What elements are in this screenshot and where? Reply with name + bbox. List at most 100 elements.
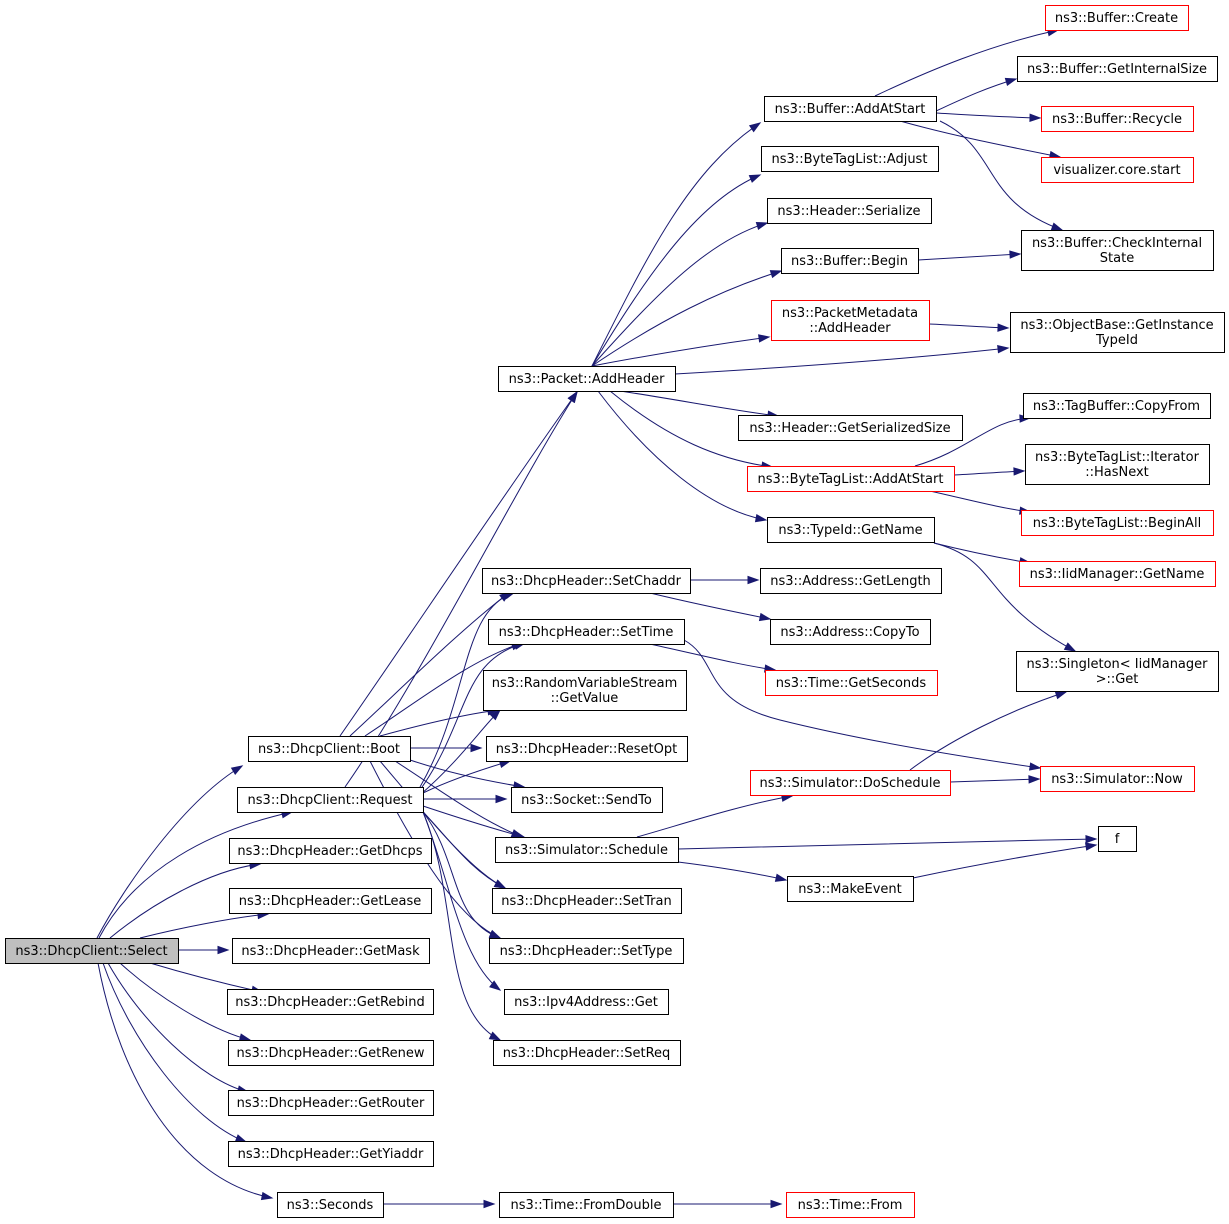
node-f[interactable]: f bbox=[1098, 826, 1137, 852]
node-btladdatstart[interactable]: ns3::ByteTagList::AddAtStart bbox=[747, 466, 955, 492]
node-box-bufgetinternalsize[interactable] bbox=[1017, 56, 1218, 82]
node-fromdouble[interactable]: ns3::Time::FromDouble bbox=[499, 1192, 674, 1218]
node-getyiaddr[interactable]: ns3::DhcpHeader::GetYiaddr bbox=[228, 1141, 434, 1167]
node-box-getyiaddr[interactable] bbox=[228, 1141, 434, 1167]
node-hdrserialize[interactable]: ns3::Header::Serialize bbox=[767, 198, 932, 224]
node-settype[interactable]: ns3::DhcpHeader::SetType bbox=[489, 938, 684, 964]
node-request[interactable]: ns3::DhcpClient::Request bbox=[237, 787, 424, 813]
node-pmaddheader[interactable]: ns3::PacketMetadata::AddHeader bbox=[771, 300, 930, 341]
node-box-addrcopyto[interactable] bbox=[770, 619, 931, 645]
node-getrouter[interactable]: ns3::DhcpHeader::GetRouter bbox=[228, 1090, 434, 1116]
node-box-getmask[interactable] bbox=[232, 938, 430, 964]
node-box-getvalue[interactable] bbox=[483, 670, 687, 711]
node-box-makeevent[interactable] bbox=[787, 876, 914, 902]
node-box-setchaddr[interactable] bbox=[482, 568, 691, 594]
node-setreq[interactable]: ns3::DhcpHeader::SetReq bbox=[493, 1040, 681, 1066]
node-box-timegetseconds[interactable] bbox=[765, 670, 938, 696]
node-typeidgetname[interactable]: ns3::TypeId::GetName bbox=[767, 517, 935, 543]
node-bufgetinternalsize[interactable]: ns3::Buffer::GetInternalSize bbox=[1017, 56, 1218, 82]
node-box-f[interactable] bbox=[1098, 826, 1137, 852]
node-box-sendto[interactable] bbox=[511, 787, 663, 813]
node-doschedule[interactable]: ns3::Simulator::DoSchedule bbox=[750, 770, 951, 796]
node-settime[interactable]: ns3::DhcpHeader::SetTime bbox=[488, 619, 685, 645]
node-box-btlbeginall[interactable] bbox=[1021, 510, 1214, 536]
node-box-ipv4get[interactable] bbox=[504, 989, 669, 1015]
node-box-getrenew[interactable] bbox=[228, 1040, 434, 1066]
node-box-timefrom[interactable] bbox=[786, 1192, 915, 1218]
node-box-fromdouble[interactable] bbox=[499, 1192, 674, 1218]
node-box-pmaddheader[interactable] bbox=[771, 300, 930, 341]
node-box-doschedule[interactable] bbox=[750, 770, 951, 796]
node-box-setreq[interactable] bbox=[493, 1040, 681, 1066]
node-box-hdrserialize[interactable] bbox=[767, 198, 932, 224]
node-box-bufbegin[interactable] bbox=[781, 248, 919, 274]
node-box-request[interactable] bbox=[237, 787, 424, 813]
node-setchaddr[interactable]: ns3::DhcpHeader::SetChaddr bbox=[482, 568, 691, 594]
node-box-getdhcps[interactable] bbox=[229, 838, 432, 864]
node-box-resetopt[interactable] bbox=[486, 736, 688, 762]
node-bufbegin[interactable]: ns3::Buffer::Begin bbox=[781, 248, 919, 274]
node-box-schedule[interactable] bbox=[495, 837, 679, 863]
node-settran[interactable]: ns3::DhcpHeader::SetTran bbox=[492, 888, 682, 914]
node-addheader[interactable]: ns3::Packet::AddHeader bbox=[498, 366, 676, 392]
node-box-btladdatstart[interactable] bbox=[747, 466, 955, 492]
node-iidgetname[interactable]: ns3::IidManager::GetName bbox=[1019, 561, 1216, 587]
node-box-simnow[interactable] bbox=[1040, 766, 1195, 792]
node-box-select[interactable] bbox=[5, 938, 179, 964]
node-box-tagbufcopyfrom[interactable] bbox=[1023, 393, 1211, 419]
node-box-typeidgetname[interactable] bbox=[767, 517, 935, 543]
node-timegetseconds[interactable]: ns3::Time::GetSeconds bbox=[765, 670, 938, 696]
node-timefrom[interactable]: ns3::Time::From bbox=[786, 1192, 915, 1218]
node-box-bufrecycle[interactable] bbox=[1041, 106, 1194, 132]
node-box-seconds[interactable] bbox=[277, 1192, 384, 1218]
node-bufrecycle[interactable]: ns3::Buffer::Recycle bbox=[1041, 106, 1194, 132]
node-getserialsize[interactable]: ns3::Header::GetSerializedSize bbox=[738, 415, 963, 441]
node-box-getinstancetypeid[interactable] bbox=[1010, 312, 1225, 353]
node-select[interactable]: ns3::DhcpClient::Select bbox=[5, 938, 179, 964]
node-bufcreate[interactable]: ns3::Buffer::Create bbox=[1045, 5, 1189, 31]
node-addrcopyto[interactable]: ns3::Address::CopyTo bbox=[770, 619, 931, 645]
node-box-getrouter[interactable] bbox=[228, 1090, 434, 1116]
node-box-getlease[interactable] bbox=[229, 888, 432, 914]
node-ipv4get[interactable]: ns3::Ipv4Address::Get bbox=[504, 989, 669, 1015]
node-btliterhasnext[interactable]: ns3::ByteTagList::Iterator::HasNext bbox=[1025, 444, 1210, 485]
node-btladjust[interactable]: ns3::ByteTagList::Adjust bbox=[761, 146, 939, 172]
node-box-btladjust[interactable] bbox=[761, 146, 939, 172]
node-getrebind[interactable]: ns3::DhcpHeader::GetRebind bbox=[227, 989, 434, 1015]
node-box-settype[interactable] bbox=[489, 938, 684, 964]
node-getlease[interactable]: ns3::DhcpHeader::GetLease bbox=[229, 888, 432, 914]
node-getmask[interactable]: ns3::DhcpHeader::GetMask bbox=[232, 938, 430, 964]
node-btlbeginall[interactable]: ns3::ByteTagList::BeginAll bbox=[1021, 510, 1214, 536]
node-seconds[interactable]: ns3::Seconds bbox=[277, 1192, 384, 1218]
node-vizstart[interactable]: visualizer.core.start bbox=[1041, 157, 1194, 183]
node-tagbufcopyfrom[interactable]: ns3::TagBuffer::CopyFrom bbox=[1023, 393, 1211, 419]
node-resetopt[interactable]: ns3::DhcpHeader::ResetOpt bbox=[486, 736, 688, 762]
node-box-settran[interactable] bbox=[492, 888, 682, 914]
node-box-btliterhasnext[interactable] bbox=[1025, 444, 1210, 485]
node-box-bufcheckinternal[interactable] bbox=[1021, 230, 1214, 271]
node-box-settime[interactable] bbox=[488, 619, 685, 645]
node-box-singletonget[interactable] bbox=[1016, 651, 1219, 692]
node-schedule[interactable]: ns3::Simulator::Schedule bbox=[495, 837, 679, 863]
node-box-getserialsize[interactable] bbox=[738, 415, 963, 441]
node-box-bufaddatstart[interactable] bbox=[764, 96, 937, 122]
node-box-boot[interactable] bbox=[248, 736, 411, 762]
node-singletonget[interactable]: ns3::Singleton< IidManager >::Get bbox=[1016, 651, 1219, 692]
node-getrenew[interactable]: ns3::DhcpHeader::GetRenew bbox=[228, 1040, 434, 1066]
node-boot[interactable]: ns3::DhcpClient::Boot bbox=[248, 736, 411, 762]
node-box-getrebind[interactable] bbox=[227, 989, 434, 1015]
node-box-iidgetname[interactable] bbox=[1019, 561, 1216, 587]
node-bufaddatstart[interactable]: ns3::Buffer::AddAtStart bbox=[764, 96, 937, 122]
node-sendto[interactable]: ns3::Socket::SendTo bbox=[511, 787, 663, 813]
node-getdhcps[interactable]: ns3::DhcpHeader::GetDhcps bbox=[229, 838, 432, 864]
node-box-bufcreate[interactable] bbox=[1045, 5, 1189, 31]
node-simnow[interactable]: ns3::Simulator::Now bbox=[1040, 766, 1195, 792]
node-makeevent[interactable]: ns3::MakeEvent bbox=[787, 876, 914, 902]
node-addrgetlength[interactable]: ns3::Address::GetLength bbox=[760, 568, 942, 594]
node-box-addrgetlength[interactable] bbox=[760, 568, 942, 594]
node-box-vizstart[interactable] bbox=[1041, 157, 1194, 183]
node-box-addheader[interactable] bbox=[498, 366, 676, 392]
node-getvalue[interactable]: ns3::RandomVariableStream::GetValue bbox=[483, 670, 687, 711]
